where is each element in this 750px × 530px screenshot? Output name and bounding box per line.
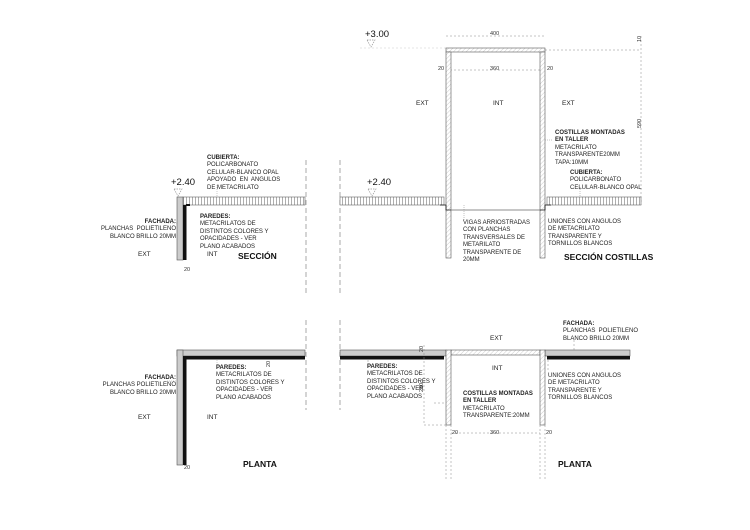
seccion-costillas-drawing bbox=[339, 35, 642, 259]
planta-title: PLANTA bbox=[243, 459, 277, 469]
dim-label: 20 bbox=[184, 267, 191, 273]
break-lines bbox=[305, 160, 341, 410]
note-text: PLANCHAS POLIETILENO BLANCO BRILLO 20MM bbox=[100, 226, 176, 240]
note-title: PAREDES: bbox=[216, 365, 247, 371]
dim-vertical: 20 bbox=[266, 360, 272, 367]
cubierta-note: CUBIERTA:POLICARBONATO CELULAR-BLANCO OP… bbox=[570, 170, 642, 192]
paredes-note: PAREDES:METACRILATOS DE DISTINTOS COLORE… bbox=[200, 214, 268, 251]
note-title: CUBIERTA: bbox=[207, 155, 240, 161]
dim-left: 20 bbox=[452, 430, 459, 436]
dim-top: 10 bbox=[637, 35, 643, 42]
vigas-note: VIGAS ARRIOSTRADAS CON PLANCHAS TRANSVER… bbox=[463, 220, 531, 264]
note-text: METACRILATOS DE DISTINTOS COLORES Y OPAC… bbox=[200, 221, 269, 250]
dim-label: 20 bbox=[184, 465, 191, 471]
note-text: PLANCHAS POLIETILENO BLANCO BRILLO 20MM bbox=[563, 328, 639, 342]
note-text: METACRILATO TRANSPARENTE:20MM bbox=[463, 405, 530, 420]
note-text: POLICARBONATO CELULAR-BLANCO OPAL bbox=[570, 177, 642, 191]
paredes-note: PAREDES:METACRILATOS DE DISTINTOS COLORE… bbox=[367, 364, 435, 401]
note-title: FACHADA: bbox=[563, 321, 595, 327]
note-text: METACRILATO TRANSPARENTE20MM TAPA:10MM bbox=[555, 144, 620, 166]
level-marker-seccion: +2.40 bbox=[171, 177, 196, 188]
level-marker-costillas: +2.40 bbox=[367, 177, 392, 188]
int-label: INT bbox=[492, 365, 503, 372]
int-label: INT bbox=[207, 251, 218, 258]
note-title: FACHADA: bbox=[144, 219, 176, 225]
note-text: METACRILATOS DE DISTINTOS COLORES Y OPAC… bbox=[367, 371, 436, 400]
dim-outer: 400 bbox=[490, 31, 500, 37]
note-title: FACHADA: bbox=[144, 375, 176, 381]
note-title: COSTILLAS MONTADAS EN TALLER bbox=[555, 130, 625, 144]
ext-label: EXT bbox=[138, 251, 151, 258]
fachada-note: FACHADA:PLANCHAS POLIETILENO BLANCO BRIL… bbox=[563, 321, 638, 343]
seccion-title: SECCIÓN bbox=[238, 251, 277, 261]
note-text: METACRILATOS DE DISTINTOS COLORES Y OPAC… bbox=[216, 372, 285, 401]
note-title: PAREDES: bbox=[367, 364, 398, 370]
ext-label: EXT bbox=[138, 414, 151, 421]
dim-right: 20 bbox=[546, 430, 553, 436]
paredes-note: PAREDES:METACRILATOS DE DISTINTOS COLORE… bbox=[216, 365, 284, 402]
fachada-note: FACHADA:PLANCHAS POLIETILENO BLANCO BRIL… bbox=[101, 219, 176, 241]
dim-right: 20 bbox=[547, 66, 554, 72]
note-text: PLANCHAS POLIETILENO BLANCO BRILLO 20MM bbox=[102, 382, 176, 396]
level-marker-top: +3.00 bbox=[365, 29, 390, 40]
planta-drawing bbox=[167, 349, 306, 466]
int-label: INT bbox=[493, 100, 504, 107]
dim-inner: 360 bbox=[490, 66, 500, 72]
planta-costillas-drawing bbox=[339, 340, 631, 480]
ext-label: EXT bbox=[416, 100, 429, 107]
seccion-costillas-title: SECCIÓN COSTILLAS bbox=[564, 252, 654, 262]
dim-height: 280 bbox=[419, 382, 425, 392]
note-title: PAREDES: bbox=[200, 214, 231, 220]
int-label: INT bbox=[207, 414, 218, 421]
dim-inner: 360 bbox=[490, 430, 500, 436]
ext-label: EXT bbox=[490, 335, 503, 342]
note-title: COSTILLAS MONTADAS EN TALLER bbox=[463, 391, 533, 405]
planta-costillas-title: PLANTA bbox=[558, 459, 592, 469]
uniones-note: UNIONES CON ANGULOS DE METACRILATO TRANS… bbox=[548, 373, 622, 402]
note-title: CUBIERTA: bbox=[570, 170, 603, 176]
seccion-drawing bbox=[168, 185, 306, 261]
dim-height: 590 bbox=[637, 118, 643, 128]
dim-left: 20 bbox=[438, 66, 445, 72]
cubierta-note: CUBIERTA:POLICARBONATO CELULAR-BLANCO OP… bbox=[207, 155, 280, 192]
dim-top: 20 bbox=[419, 345, 425, 352]
fachada-note: FACHADA:PLANCHAS POLIETILENO BLANCO BRIL… bbox=[103, 375, 176, 397]
uniones-note: UNIONES CON ANGULOS DE METACRILATO TRANS… bbox=[548, 219, 622, 248]
ext-label: EXT bbox=[562, 100, 575, 107]
note-text: POLICARBONATO CELULAR-BLANCO OPAL APOYAD… bbox=[207, 162, 281, 191]
